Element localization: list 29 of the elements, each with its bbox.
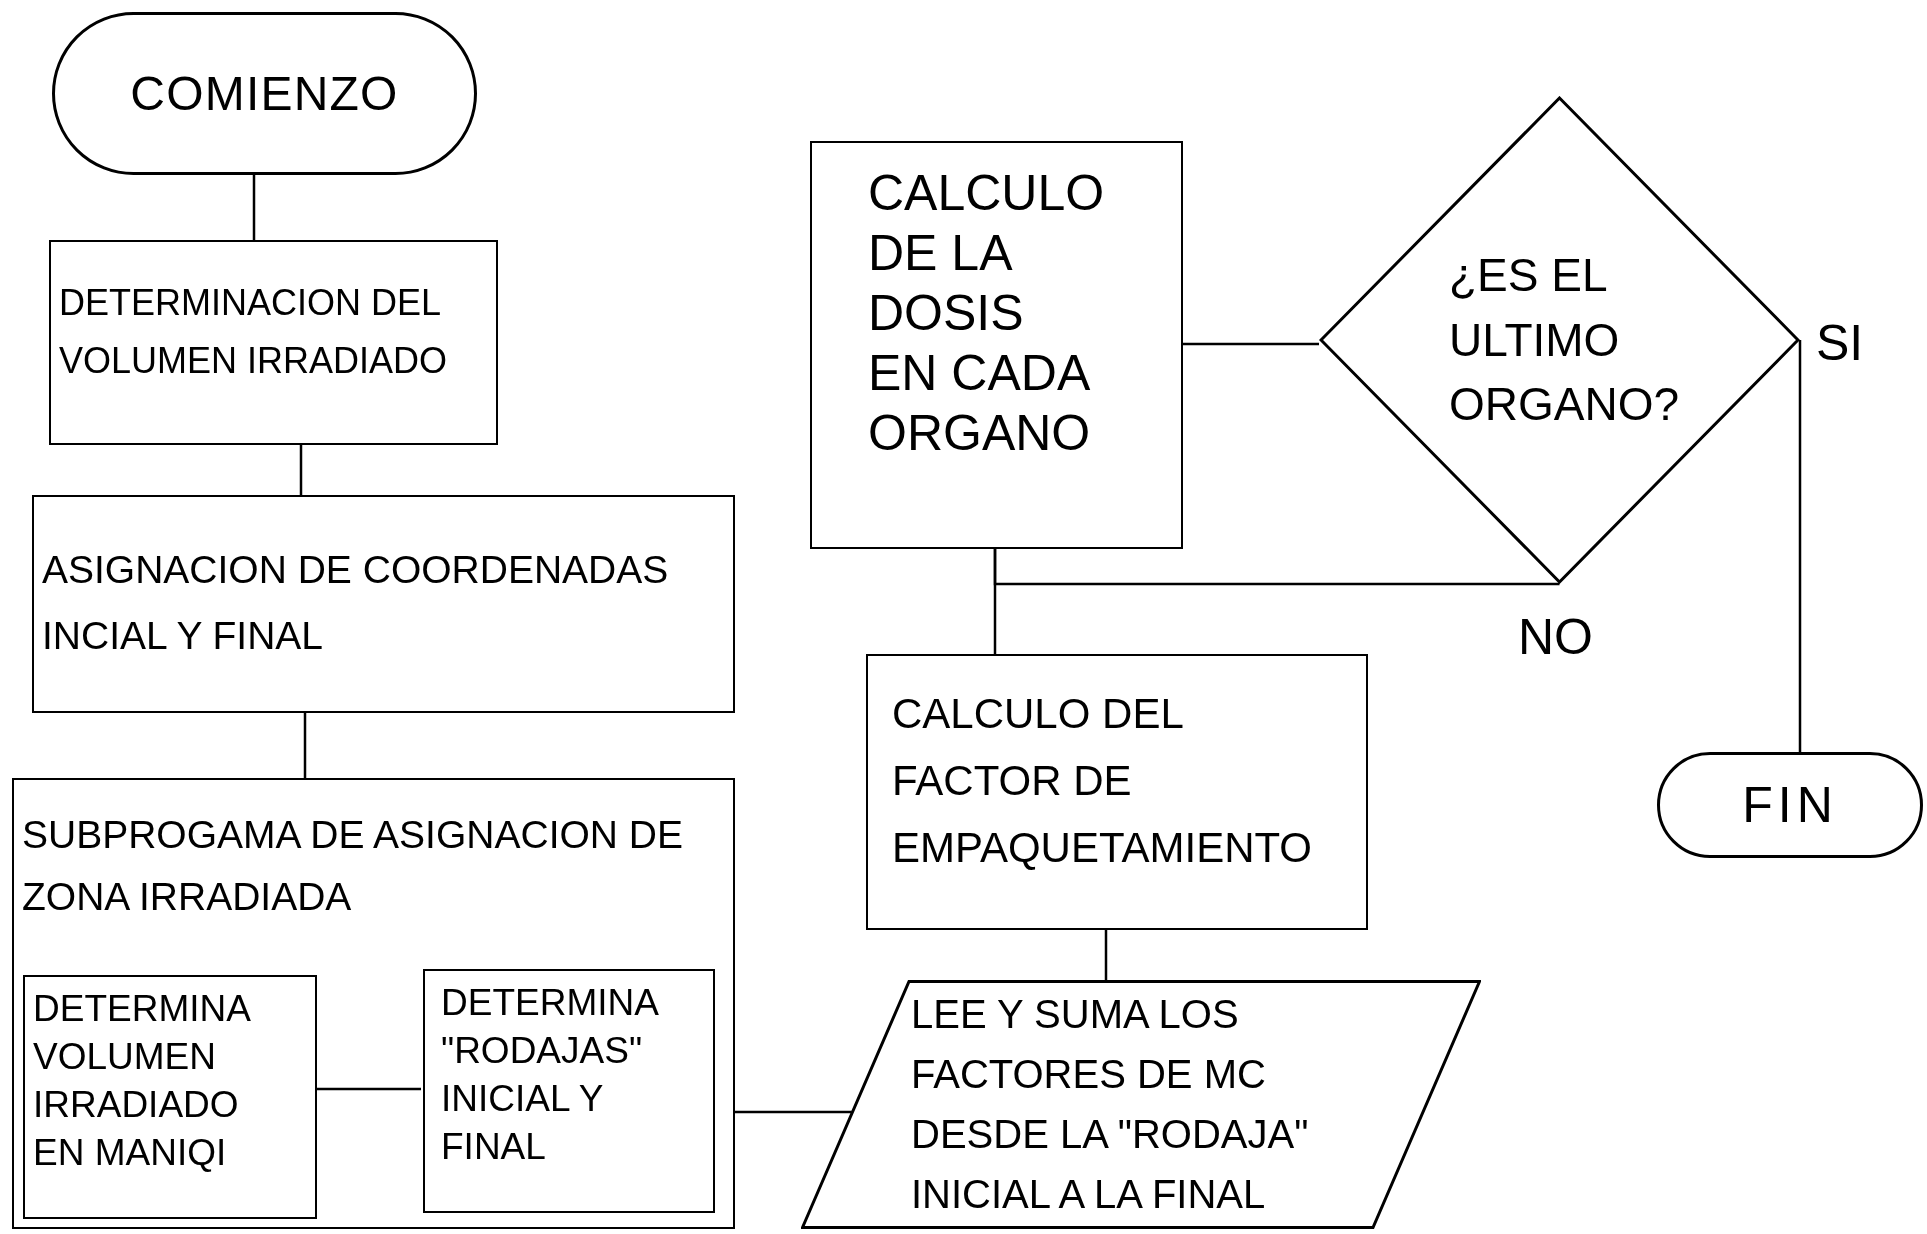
node-label: DETERMINA "RODAJAS" INICIAL Y FINAL <box>440 981 659 1170</box>
node-label: DETERMINA VOLUMEN IRRADIADO EN MANIQI <box>32 987 251 1176</box>
process-box <box>866 654 1368 930</box>
connector-line <box>252 175 256 240</box>
process-box <box>23 975 317 1219</box>
node-label: SUBPROGAMA DE ASIGNACION DE ZONA IRRADIADA <box>21 812 684 921</box>
node-label: LEE Y SUMA LOS FACTORES DE MC DESDE LA "RODAJA" INICIAL A LA FINAL <box>910 991 1310 1218</box>
node-label: ASIGNACION DE COORDENADAS INCIAL Y FINAL <box>41 547 670 660</box>
connector-line <box>1798 340 1802 752</box>
node-label: FIN <box>1742 775 1838 835</box>
connector-line <box>315 1087 421 1091</box>
process-box <box>423 969 715 1213</box>
node-label: CALCULO DE LA DOSIS EN CADA ORGANO <box>867 164 1106 463</box>
decision-diamond <box>1319 96 1800 584</box>
connector-line <box>303 713 307 778</box>
process-box <box>12 778 735 1229</box>
io-parallelogram <box>801 980 1481 1229</box>
connector-line <box>1183 342 1319 346</box>
process-box <box>32 495 735 713</box>
node-label: DETERMINACION DEL VOLUMEN IRRADIADO <box>58 281 449 383</box>
connector-line <box>735 1110 852 1114</box>
node-label: CALCULO DEL FACTOR DE EMPAQUETAMIENTO <box>891 689 1314 874</box>
connector-line <box>993 549 1560 586</box>
process-box <box>810 141 1183 549</box>
node-label: ¿ES EL ULTIMO ORGANO? <box>1448 248 1681 433</box>
connector-line <box>1104 930 1108 980</box>
node-label: COMIENZO <box>130 65 399 122</box>
process-box <box>49 240 498 445</box>
connector-line <box>299 445 303 495</box>
